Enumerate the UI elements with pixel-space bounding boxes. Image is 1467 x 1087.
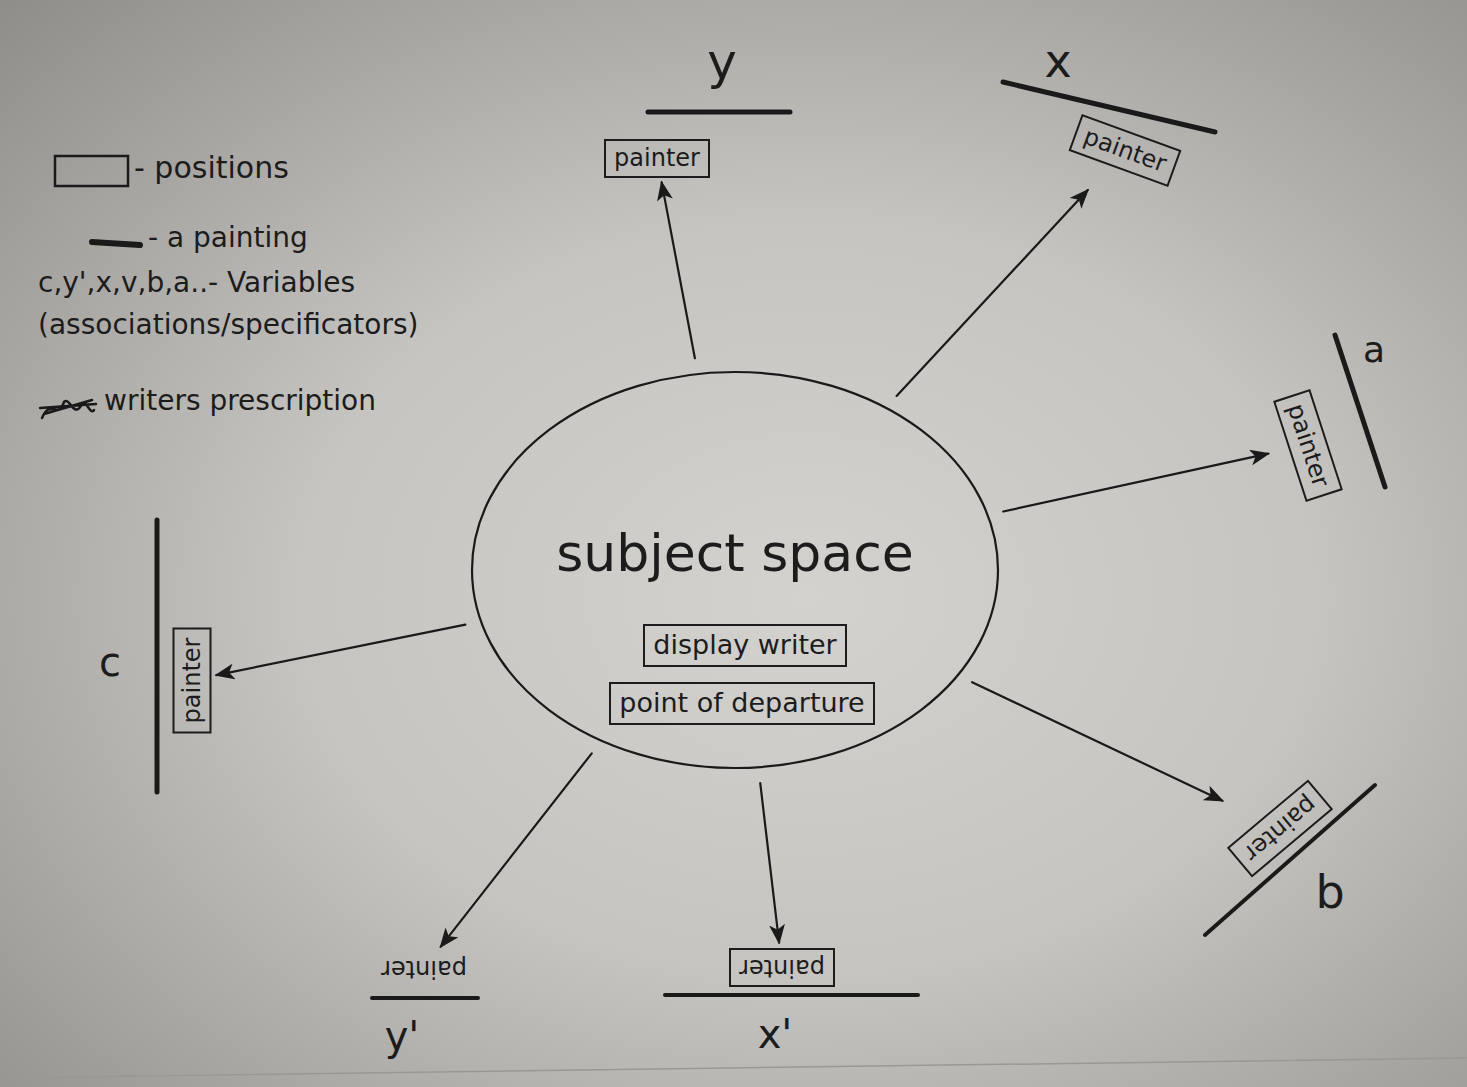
arrow-connector [972,682,1222,800]
arrow-connector [662,182,695,358]
variable-letter: y' [385,1012,420,1060]
box-text: painter [381,954,467,983]
legend-note: writers prescription [104,384,376,418]
variable-letter: x' [758,1010,793,1058]
variable-letter: b [1315,865,1344,920]
painting-line [1205,785,1375,935]
position-box: display writer [643,624,847,667]
ellipse-title: subject space [470,522,1000,584]
variable-letter: a [1363,328,1385,371]
subject-space-ellipse: subject space display writer point of depa… [470,370,1000,770]
arrow-connector [441,753,592,946]
variable-letter: c [99,638,121,686]
variable-letter: x [1044,34,1071,89]
arrow-connector [216,625,465,675]
box-text: painter [1080,122,1171,178]
painter-box: painter [1069,114,1182,187]
painting-line [648,110,790,115]
box-text: painter [739,953,825,982]
painter-box: painter [729,948,835,987]
variable-letter: y [707,32,737,92]
painter-box: painter [604,139,710,178]
arrow-connector [1003,454,1268,512]
box-text: painter [614,144,700,173]
painting-line [372,996,478,1000]
crossed-out-scribble [40,400,96,418]
legend-position-sample [55,156,128,186]
paper-edge [0,1058,1467,1078]
legend-text: - a painting [148,221,308,255]
painting-line [155,520,160,792]
arrow-connector [760,783,779,942]
box-text: painter [1238,789,1322,866]
legend-text: - positions [134,150,289,186]
painter-text: painter [373,951,475,986]
painter-box: painter [1273,389,1343,502]
box-text: display writer [653,629,837,661]
legend-note: c,y',x,v,b,a..- Variables (associations/… [38,262,538,346]
painter-box: painter [1227,779,1333,877]
painter-box: painter [173,627,212,733]
legend-painting-sample [92,242,140,245]
box-text: painter [1281,400,1335,491]
painting-line [665,993,918,997]
painting-line [1003,82,1215,132]
position-box: point of departure [609,682,875,725]
box-text: point of departure [619,687,865,719]
box-text: painter [178,637,207,723]
arrow-connector [897,190,1088,396]
